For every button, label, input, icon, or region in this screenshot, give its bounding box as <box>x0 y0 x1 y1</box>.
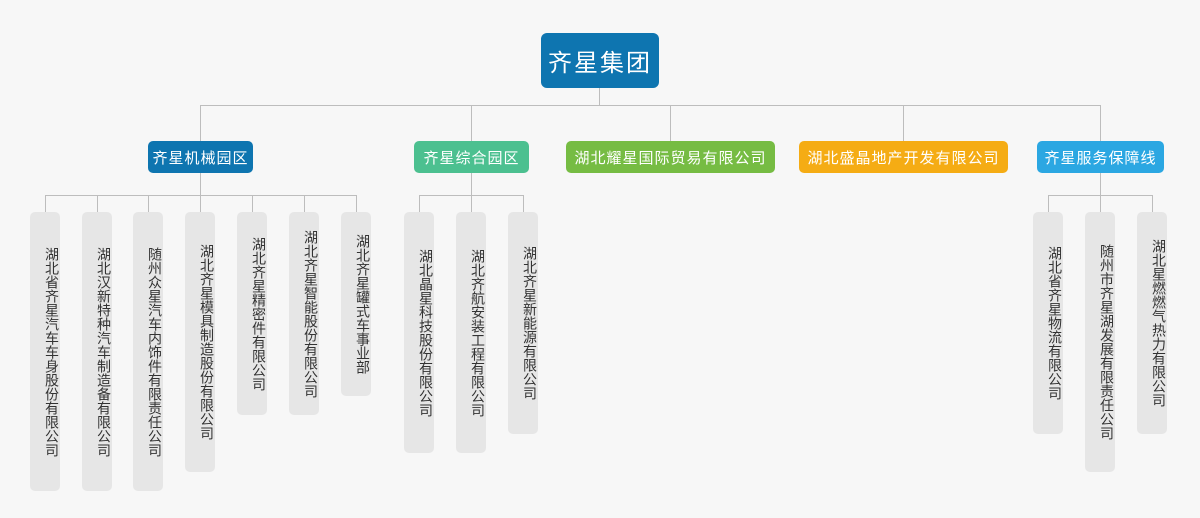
node-division-mech[interactable]: 齐星机械园区 <box>148 141 253 173</box>
connector-mech-leaf-drop-2 <box>97 195 98 212</box>
node-division-service[interactable]: 齐星服务保障线 <box>1037 141 1164 173</box>
leaf-node[interactable]: 湖北省齐星物流有限公司 <box>1033 212 1063 434</box>
connector-mech-leaf-drop-7 <box>356 195 357 212</box>
leaf-node[interactable]: 湖北省齐星汽车车身股份有限公司 <box>30 212 60 491</box>
connector-mech-leaf-drop-6 <box>304 195 305 212</box>
connector-level2-bus <box>200 105 1101 106</box>
connector-service-leaf-drop-3 <box>1152 195 1153 212</box>
leaf-node[interactable]: 湖北齐星智能股份有限公司 <box>289 212 319 415</box>
connector-comp-leaf-drop-3 <box>523 195 524 212</box>
node-root[interactable]: 齐星集团 <box>541 33 659 88</box>
node-division-estate[interactable]: 湖北盛晶地产开发有限公司 <box>799 141 1008 173</box>
leaf-node[interactable]: 湖北齐星精密件有限公司 <box>237 212 267 415</box>
leaf-node[interactable]: 随州众星汽车内饰件有限责任公司 <box>133 212 163 491</box>
leaf-node[interactable]: 湖北星燃燃气热力有限公司 <box>1137 212 1167 434</box>
leaf-node[interactable]: 湖北齐星模具制造股份有限公司 <box>185 212 215 472</box>
connector-service-leaf-drop-2 <box>1100 195 1101 212</box>
leaf-node[interactable]: 湖北齐星新能源有限公司 <box>508 212 538 434</box>
connector-mech-leaf-drop-3 <box>148 195 149 212</box>
connector-mech-leaf-drop-4 <box>200 195 201 212</box>
connector-mech-leaf-drop-5 <box>252 195 253 212</box>
connector-service-leaf-drop-1 <box>1048 195 1049 212</box>
leaf-node[interactable]: 湖北汉新特种汽车制造备有限公司 <box>82 212 112 491</box>
leaf-node[interactable]: 湖北晶星科技股份有限公司 <box>404 212 434 453</box>
leaf-node[interactable]: 湖北齐航安装工程有限公司 <box>456 212 486 453</box>
connector-drop-mech <box>200 105 201 141</box>
connector-root-stem <box>599 88 600 105</box>
node-division-trade[interactable]: 湖北耀星国际贸易有限公司 <box>566 141 775 173</box>
leaf-node[interactable]: 湖北齐星罐式车事业部 <box>341 212 371 396</box>
connector-drop-comp <box>471 105 472 141</box>
connector-drop-estate <box>903 105 904 141</box>
connector-mech-leaf-drop-1 <box>45 195 46 212</box>
connector-mech-stem <box>200 173 201 195</box>
connector-comp-stem <box>471 173 472 195</box>
connector-drop-trade <box>670 105 671 141</box>
connector-comp-leaf-drop-2 <box>471 195 472 212</box>
connector-drop-service <box>1100 105 1101 141</box>
leaf-node[interactable]: 随州市齐星湖发展有限责任公司 <box>1085 212 1115 472</box>
node-division-comp[interactable]: 齐星综合园区 <box>414 141 529 173</box>
connector-service-stem <box>1100 173 1101 195</box>
connector-comp-leaf-drop-1 <box>419 195 420 212</box>
